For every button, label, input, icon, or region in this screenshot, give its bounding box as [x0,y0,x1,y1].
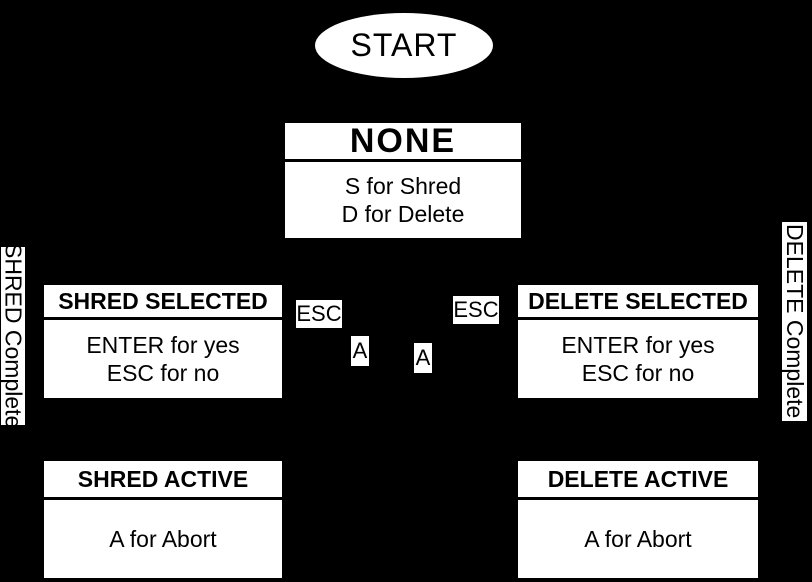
state-node-shred-selected: SHRED SELECTED ENTER for yes ESC for no [44,285,282,398]
side-label-shred-complete: SHRED Complete [0,243,27,429]
state-body: ENTER for yes ESC for no [44,320,282,398]
state-title: DELETE ACTIVE [518,461,758,500]
edge-label-abort-shred: A [351,336,369,366]
state-body-line: A for Abort [109,526,217,552]
state-title: SHRED ACTIVE [44,461,282,500]
state-title: DELETE SELECTED [518,285,758,320]
state-body-line: A for Abort [584,526,692,552]
edge-label-esc-delete: ESC [453,296,499,324]
state-title: SHRED SELECTED [44,285,282,320]
state-node-none: NONE S for Shred D for Delete [285,122,521,238]
state-body-line: ENTER for yes [86,332,240,358]
edge-label-esc-shred: ESC [296,300,342,328]
state-title: NONE [285,122,521,162]
edge-label-abort-delete: A [414,343,432,373]
state-body: A for Abort [44,500,282,578]
state-body: S for Shred D for Delete [285,162,521,238]
start-node: START [315,13,493,78]
side-label-delete-complete: DELETE Complete [782,222,808,421]
state-node-delete-active: DELETE ACTIVE A for Abort [518,461,758,578]
state-node-shred-active: SHRED ACTIVE A for Abort [44,461,282,578]
state-body-line: ESC for no [106,360,220,386]
state-body-line: D for Delete [341,201,465,227]
state-body: ENTER for yes ESC for no [518,320,758,398]
state-node-delete-selected: DELETE SELECTED ENTER for yes ESC for no [518,285,758,398]
state-body: A for Abort [518,500,758,578]
state-body-line: ENTER for yes [561,332,715,358]
state-body-line: ESC for no [581,360,695,386]
state-body-line: S for Shred [344,173,462,199]
